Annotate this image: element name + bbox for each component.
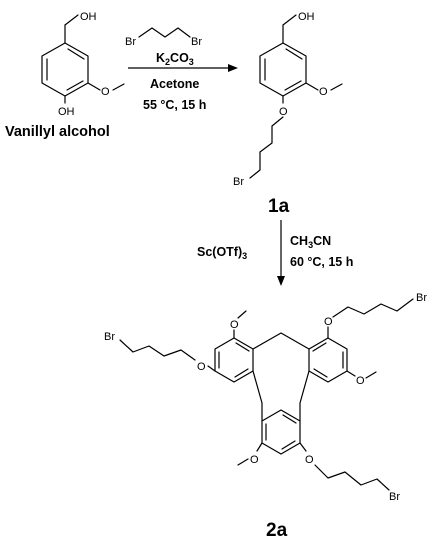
ether-oxygen-label: O (197, 361, 206, 373)
intermediate-1a-structure: OH O O Br (233, 11, 343, 188)
methoxy-oxygen-label: O (356, 375, 365, 387)
ether-oxygen-label: O (324, 316, 333, 328)
methoxy-oxygen-label: O (101, 86, 110, 98)
bromine-label: Br (389, 491, 400, 503)
hydroxyl-label: OH (80, 11, 97, 23)
product-2a-structure: O O Br O Br O O O Br (104, 292, 427, 503)
bromine-label: Br (125, 36, 136, 48)
reaction-arrow-2 (277, 220, 285, 286)
methoxy-oxygen-label: O (230, 319, 239, 331)
ether-oxygen-label: O (305, 454, 314, 466)
starting-material-name: Vanillyl alcohol (5, 124, 110, 140)
catalyst-label: Sc(OTf)3 (197, 245, 247, 261)
bromine-label: Br (191, 36, 202, 48)
solvent-label: CH3CN (290, 234, 331, 250)
methoxy-oxygen-label: O (319, 86, 328, 98)
bromine-label: Br (104, 331, 115, 343)
phenol-label: OH (58, 106, 75, 118)
reagent-base-label: K2CO3 (156, 51, 194, 67)
hydroxyl-label: OH (298, 11, 315, 23)
bromine-label: Br (233, 176, 244, 188)
solvent-label: Acetone (150, 77, 199, 91)
reaction-arrow-1 (128, 64, 238, 72)
bromine-label: Br (416, 292, 427, 304)
methoxy-oxygen-label: O (250, 454, 259, 466)
product-label: 2a (266, 520, 288, 541)
dibromobutane-structure: Br Br (125, 27, 202, 48)
ether-oxygen-label: O (279, 106, 288, 118)
vanillyl-alcohol-structure: OH O OH (41, 11, 125, 118)
conditions-label: 55 °C, 15 h (143, 98, 206, 112)
conditions-label: 60 °C, 15 h (290, 255, 353, 269)
intermediate-label: 1a (268, 196, 290, 217)
